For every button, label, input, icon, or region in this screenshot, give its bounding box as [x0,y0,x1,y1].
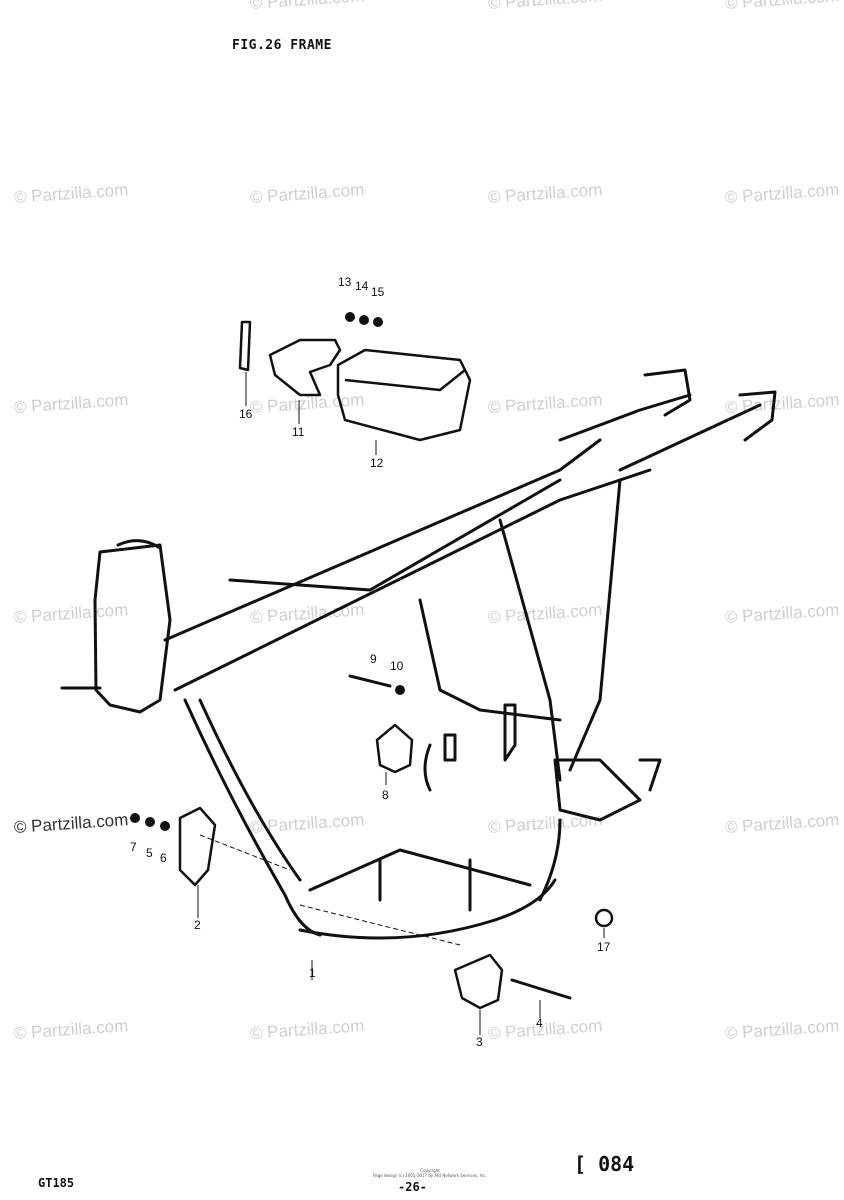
seat-tube-left [498,518,562,782]
down-tube-right [198,698,302,882]
engine-mount-bracket [178,806,217,887]
callout-15: 15 [371,285,385,299]
top-tube-left [163,438,602,642]
rear-end-bracket-right [738,390,777,442]
callout-13: 13 [338,275,352,289]
footer-code-prefix: [ [574,1152,587,1176]
callout-11: 11 [292,425,305,439]
head-tube [93,543,172,714]
callout-8: 8 [382,788,389,802]
battery-holder [268,338,342,397]
battery-case [336,348,472,442]
callout-4: 4 [536,1016,543,1030]
callout-16: 16 [239,407,253,421]
callout-12: 12 [370,456,384,470]
callout-9: 9 [370,652,377,666]
rear-swingarm-plate [553,758,642,822]
head-tube-top [116,539,162,550]
frame-tab [423,743,432,792]
callout-2: 2 [194,918,201,932]
footer-code: [ 084 [574,1152,634,1176]
fine-print-line: Copyright [420,1168,440,1173]
nut [345,312,355,322]
cradle-inner [308,848,532,892]
cradle-bottom [298,878,557,940]
center-tube [418,598,562,722]
frame-tab [443,733,457,762]
bolt [510,978,572,1000]
seat-tube-right [568,478,622,772]
battery-strap [238,320,252,372]
top-tube-inner [228,478,562,592]
washer [130,813,140,823]
nut [160,821,170,831]
callout-7: 7 [130,840,137,854]
rear-end-bracket-left [643,368,692,417]
callout-14: 14 [355,279,369,293]
washer [359,315,369,325]
footer-page-number: -26- [398,1180,427,1194]
cradle-cross [378,858,472,912]
down-tube-left [183,698,322,937]
engine-mount-plate [375,723,414,774]
rear-rail-right [618,403,762,472]
figure-title: FIG.26 FRAME [232,38,332,53]
callout-6: 6 [160,851,167,865]
engine-mount-bracket [453,953,504,1010]
callout-10: 10 [390,659,404,673]
cap [594,908,614,928]
rear-lower-tube [538,818,562,902]
bolt [348,674,392,688]
callout-17: 17 [597,940,611,954]
fine-print-line: Page design (c) 2001-2017 by ARI Network… [373,1173,487,1178]
rear-cross [638,758,662,792]
battery-case-top [344,369,466,392]
nut [395,685,405,695]
washer [145,817,155,827]
callout-3: 3 [476,1035,483,1049]
callout-1: 1 [309,966,316,980]
footer-model: GT185 [38,1176,75,1190]
footer-code-value: 084 [598,1152,635,1176]
callout-5: 5 [146,846,153,860]
nut [373,317,383,327]
rear-rail-left [558,393,692,442]
frame-tab [503,703,517,762]
